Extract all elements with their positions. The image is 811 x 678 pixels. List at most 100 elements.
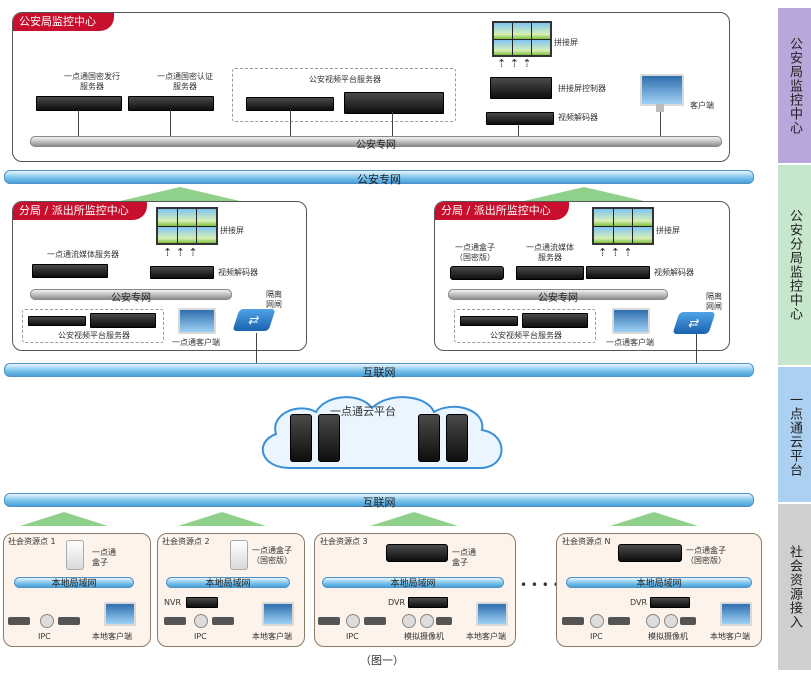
siteN-dvr-label: DVR [630,598,648,607]
uplink-arrow [610,512,698,526]
siteN-lan-pipe: 本地局域网 [566,577,752,589]
branch2-box-label: 一点通盒子 （国密版） [455,243,495,262]
branch2-client-label: 一点通客户端 [606,338,654,347]
site3-analog-dome-icon [402,614,416,628]
cloud-label: 一点通云平台 [330,405,396,418]
site3-analog-dome-icon [420,614,434,628]
siteN-analog-dome-icon [664,614,678,628]
hq-wall-controller-label: 拼接屏控制器 [558,84,606,93]
site3-dvr [408,597,448,608]
internet-pipe-bottom: 互联网 [4,493,754,509]
hq-client-label: 客户端 [690,101,714,110]
hq-title: 公安局监控中心 [13,13,114,31]
siteN-analog-label: 模拟摄像机 [648,632,688,641]
uplink-arrow [524,187,644,201]
siteN-ipc-bullet-icon [608,617,630,625]
siteN-box-label: 一点通盒子 （国密版） [686,546,726,565]
branch-title: 分局 / 派出所监控中心 [13,202,147,220]
uplink-arrow [178,512,266,526]
site3-ipc-label: IPC [346,632,359,641]
hq-wall-controller [490,77,552,99]
internet-top-label: 互联网 [362,366,396,379]
branch1-private-net-pipe: 公安专网 [30,289,232,304]
sidebar-label: 社会资源接入 [787,545,802,629]
hq-wall-label: 拼接屏 [554,38,578,47]
branch1-platform-group [22,309,164,343]
sidebar-label: 公安分局监控中心 [787,209,802,321]
branch2-decoder-label: 视频解码器 [654,268,694,277]
siteN-title: 社会资源点 N [562,537,611,546]
sidebar-label: 公安局监控中心 [787,36,802,135]
site2-lan-pipe: 本地局域网 [166,577,290,589]
site3-ipc-dome-icon [346,614,360,628]
cloud-server-4 [446,414,468,462]
branch1-arrows: ⇡ ⇡ ⇡ [163,246,198,259]
site3-lan-pipe: 本地局域网 [322,577,504,589]
site-panel-n [556,533,762,647]
hq-server1 [36,96,122,111]
cloud-server-3 [418,414,440,462]
site2-ipc-dome-icon [194,614,208,628]
site3-ipc-bullet-icon [318,617,340,625]
site3-ipc-bullet-icon [364,617,386,625]
site3-lan-label: 本地局域网 [390,579,436,589]
site1-ipc-bullet-icon [58,617,80,625]
branch2-gateway-icon: ⇄ [672,312,716,334]
hq-server-group [232,68,456,122]
site3-box-icon [386,544,448,562]
hq-platform-server-b [344,92,444,114]
branch1-video-wall [156,207,218,245]
hq-private-net-pipe: 公安专网 [30,136,722,151]
siteN-dvr [650,597,690,608]
branch1-gateway-icon: ⇄ [232,309,276,331]
hq-platform-server-a [246,97,334,111]
branch2-platform-b [522,313,588,328]
branch1-decoder [150,266,214,279]
siteN-ipc-dome-icon [590,614,604,628]
sidebar-section-social: 社会资源接入 [778,504,811,670]
branch1-media-server [32,264,108,278]
sidebar-section-hq: 公安局监控中心 [778,8,811,163]
site1-ipc-bullet-icon [8,617,30,625]
site2-ipc-bullet-icon [212,617,234,625]
site1-ipc-dome-icon [40,614,54,628]
site2-ipc-bullet-icon [164,617,186,625]
site2-client-label: 本地客户端 [252,632,292,641]
figure-caption: （图一） [360,654,404,667]
site2-ipc-label: IPC [194,632,207,641]
branch2-private-net-pipe: 公安专网 [448,289,668,304]
branch2-media-server [516,266,584,280]
siteN-ipc-label: IPC [590,632,603,641]
branch1-decoder-label: 视频解码器 [218,268,258,277]
branch1-platform-b [90,313,156,328]
internet-bottom-label: 互联网 [362,496,396,509]
branch1-gateway-label: 隔离 网闸 [266,290,282,309]
siteN-box-icon [618,544,682,562]
branch2-box [450,266,504,280]
sidebar-label: 一点通云平台 [787,392,802,477]
site2-lan-label: 本地局域网 [205,579,251,589]
site2-nvr [186,597,218,608]
site2-box-label: 一点通盒子 （国密版） [252,546,292,565]
siteN-analog-bullet-icon [680,617,696,625]
branch1-media-label: 一点通流媒体服务器 [47,250,119,259]
hq-group-label: 公安视频平台服务器 [309,75,381,84]
branch2-platform-group [454,309,596,343]
branch1-platform-a [28,316,86,326]
site1-title: 社会资源点 1 [8,537,56,546]
branch2-platform-label: 公安视频平台服务器 [490,331,562,340]
uplink-arrow [20,512,108,526]
branch-title: 分局 / 派出所监控中心 [435,202,569,220]
sidebar-section-cloud: 一点通云平台 [778,367,811,502]
siteN-lan-label: 本地局域网 [636,579,682,589]
site1-lan-pipe: 本地局域网 [14,577,134,589]
site3-analog-label: 模拟摄像机 [404,632,444,641]
branch2-media-label: 一点通流媒体 服务器 [526,243,574,262]
branch2-platform-a [460,316,518,326]
hq-net-label: 公安专网 [356,140,396,151]
branch1-client-label: 一点通客户端 [172,338,220,347]
site2-nvr-label: NVR [164,598,182,607]
hq-server2-label: 一点通国密认证 服务器 [157,72,213,91]
site2-box-icon [230,540,248,570]
site1-ipc-label: IPC [38,632,51,641]
